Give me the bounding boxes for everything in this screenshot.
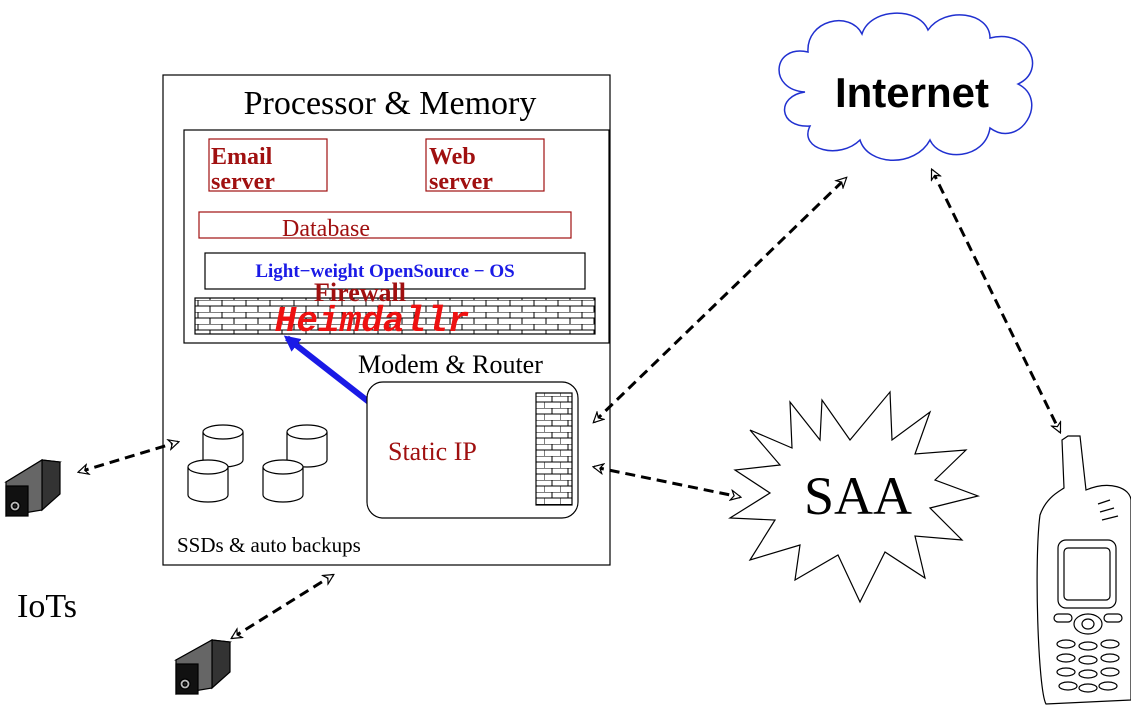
disk-icon — [286, 424, 328, 468]
firewall-label: Firewall — [314, 278, 406, 307]
web-server-label-line2: server — [429, 169, 493, 195]
database-label: Database — [282, 216, 370, 242]
camera-icon — [174, 638, 232, 695]
router-to-saa-link — [594, 467, 740, 497]
explosion-icon — [728, 390, 981, 604]
os-label: Light−weight OpenSource − OS — [255, 261, 514, 282]
os-box — [204, 252, 586, 290]
mobile-phone-icon — [1036, 435, 1131, 705]
database-box — [198, 211, 572, 239]
web-server-label-line1: Web — [429, 144, 476, 170]
internet-label: Internet — [835, 69, 989, 116]
brick-wall-icon — [535, 392, 573, 506]
saa-label: SAA — [804, 466, 912, 526]
ssd-disk-group — [187, 424, 328, 503]
connection-lines — [79, 170, 1062, 640]
static-ip-label: Static IP — [388, 437, 477, 466]
router-box — [366, 381, 579, 519]
web-server-box — [425, 138, 545, 192]
iots-label: IoTs — [17, 588, 77, 625]
server-title: Processor & Memory — [244, 85, 537, 122]
email-server-label-line1: Email — [211, 144, 273, 170]
internet-to-phone-link — [930, 170, 1062, 432]
camera-bottom-to-server-link — [232, 573, 333, 640]
heimdallr-label: Heimdallr — [275, 301, 469, 342]
storage-label: SSDs & auto backups — [177, 533, 361, 557]
email-server-label-line2: server — [211, 169, 275, 195]
disk-icon — [262, 459, 304, 503]
router-to-internet-link — [594, 178, 846, 422]
email-server-box — [208, 138, 328, 192]
disk-icon — [187, 459, 229, 503]
camera-icon — [4, 458, 62, 517]
cloud-icon — [778, 12, 1034, 161]
router-title: Modem & Router — [358, 350, 543, 379]
camera-left-to-server-link — [79, 442, 178, 472]
brick-wall-icon — [194, 297, 596, 335]
